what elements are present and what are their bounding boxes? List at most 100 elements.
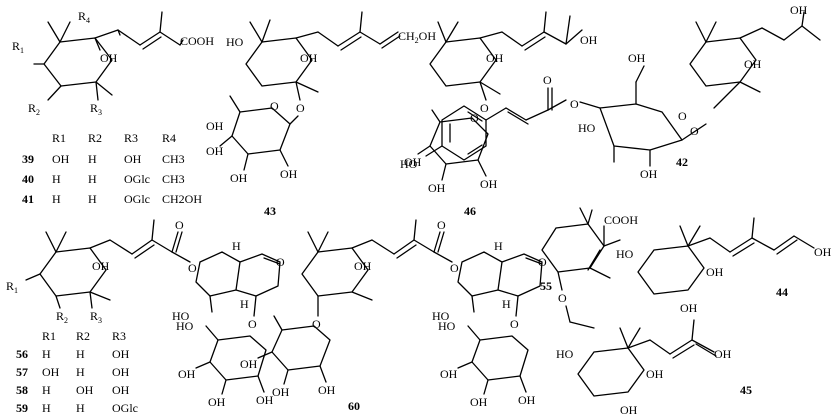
- oh-label: OH: [178, 367, 196, 381]
- oh-label: OH: [208, 395, 226, 409]
- table-cell: OH: [42, 365, 60, 379]
- table-cell: H: [42, 383, 51, 397]
- ho-label: HO: [438, 319, 456, 333]
- table-cell: OH: [112, 383, 130, 397]
- table-cell: H: [76, 365, 85, 379]
- o-label: O: [175, 218, 184, 232]
- oh-label: OH: [354, 259, 372, 273]
- r-table-39-41: R1 R2 R3 R4 39 OH H OH CH3 40 H H OGlc C…: [22, 131, 202, 206]
- o-label: O: [276, 255, 285, 269]
- compound-number: 60: [348, 399, 360, 413]
- oh-label: OH: [628, 51, 646, 65]
- table-cell: OH: [112, 347, 130, 361]
- oh-label: OH: [240, 357, 258, 371]
- compound-44: OH HO OH OH 44: [616, 217, 832, 315]
- oh-label: OH: [230, 171, 248, 185]
- o-label: O: [437, 218, 446, 232]
- cooh-label: COOH: [180, 34, 214, 48]
- compound-number: 45: [740, 383, 752, 397]
- table-header: R1: [52, 131, 66, 145]
- oh-label: OH: [280, 167, 298, 181]
- compound-number: 57: [16, 365, 28, 379]
- h-label: H: [502, 297, 511, 311]
- ho-label: HO: [556, 347, 574, 361]
- ho-label: HO: [616, 247, 634, 261]
- oh-label: OH: [470, 395, 488, 409]
- o-label: O: [558, 291, 567, 305]
- table-cell: H: [88, 172, 97, 186]
- o-label: O: [270, 99, 279, 113]
- oh-label: OH: [744, 57, 762, 71]
- compound-number: 42: [676, 155, 688, 169]
- o-label: O: [248, 317, 257, 331]
- table-cell: OH: [124, 152, 142, 166]
- oh-label: OH: [518, 393, 536, 407]
- oh-label: OH: [706, 265, 724, 279]
- oh-label: OH: [480, 177, 498, 191]
- r3-label: R3: [90, 101, 102, 117]
- compound-number: 56: [16, 347, 28, 361]
- oh-label: OH: [100, 51, 118, 65]
- oh-label: OH: [92, 259, 110, 273]
- compound-number: 40: [22, 172, 34, 186]
- o-label: O: [570, 97, 579, 111]
- compound-number: 55: [540, 279, 552, 293]
- oh-label: OH: [814, 245, 832, 259]
- compound-42: OH OH O O OH HO OH O O HO 42: [400, 3, 821, 181]
- compound-55: COOH O 55: [540, 207, 638, 329]
- compound-39-41: R1 R2 R3 R4 OH COOH R1 R2 R3 R4 39 OH H …: [12, 9, 214, 206]
- cooh-oh-label: OH: [580, 33, 598, 47]
- o-label: O: [538, 255, 547, 269]
- table-cell: H: [52, 192, 61, 206]
- table-cell: OH: [112, 365, 130, 379]
- table-cell: H: [88, 192, 97, 206]
- compound-number: 46: [464, 204, 476, 218]
- r-table-56-59: R1 R2 R3 56 H H OH 57 OH H OH 58 H OH OH…: [16, 329, 138, 415]
- oh-label: OH: [680, 301, 698, 315]
- table-header: R3: [124, 131, 138, 145]
- table-cell: H: [88, 152, 97, 166]
- o-label: O: [470, 111, 479, 125]
- table-cell: OGlc: [124, 192, 150, 206]
- h-label: H: [232, 239, 241, 253]
- ho-label: HO: [432, 309, 450, 323]
- oh-label: OH: [206, 144, 224, 158]
- oh-label: OH: [440, 367, 458, 381]
- table-cell: OH: [76, 383, 94, 397]
- table-cell: H: [42, 347, 51, 361]
- ho-label: HO: [578, 121, 596, 135]
- cooh-label: COOH: [604, 213, 638, 227]
- compound-number: 39: [22, 152, 34, 166]
- table-cell: H: [42, 401, 51, 415]
- compound-number: 58: [16, 383, 28, 397]
- ch2oh-label: CH2OH: [398, 29, 436, 45]
- compound-number: 44: [776, 285, 788, 299]
- h-label: H: [494, 239, 503, 253]
- ho-label: HO: [226, 35, 244, 49]
- compound-number: 41: [22, 192, 34, 206]
- oh-label: OH: [640, 167, 658, 181]
- table-header: R2: [88, 131, 102, 145]
- ho-label: HO: [400, 157, 418, 171]
- oh-label: OH: [256, 393, 274, 407]
- r1-label: R1: [6, 279, 18, 295]
- ho-label: HO: [176, 319, 194, 333]
- compound-56-59: O O OH R1 R2 R3 O H H HO O HO OH OH OH R…: [6, 218, 285, 415]
- r4-label: R4: [78, 9, 90, 25]
- table-cell: H: [76, 347, 85, 361]
- o-label: O: [450, 261, 459, 275]
- table-cell: H: [76, 401, 85, 415]
- o-label: O: [510, 317, 519, 331]
- compound-60: O O OH O OH OH OH 60 O H H HO O HO OH OH: [240, 218, 547, 413]
- oh-label: OH: [318, 383, 336, 397]
- table-cell: H: [52, 172, 61, 186]
- o-label: O: [296, 101, 305, 115]
- o-label: O: [188, 261, 197, 275]
- oh-label: OH: [272, 385, 290, 399]
- o-label: O: [690, 124, 699, 138]
- table-cell: OGlc: [112, 401, 138, 415]
- oh-label: OH: [646, 367, 664, 381]
- table-cell: OH: [52, 152, 70, 166]
